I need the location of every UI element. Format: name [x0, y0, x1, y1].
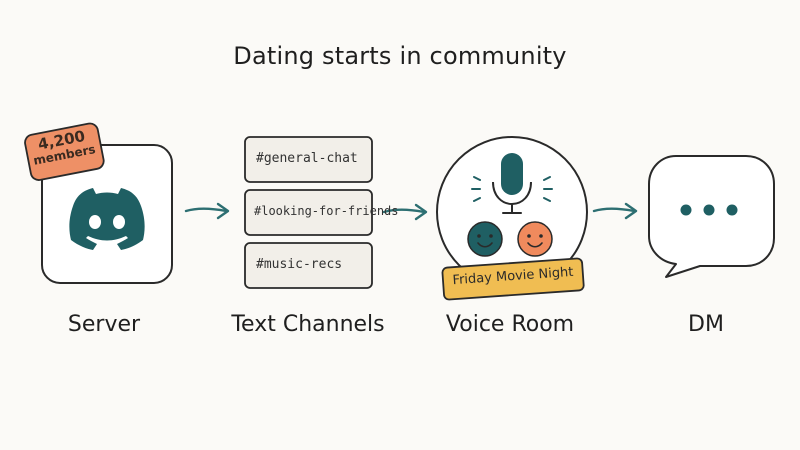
channel-label-2: #looking-for-friends — [254, 204, 399, 218]
text-channels-label: Text Channels — [231, 312, 385, 337]
typing-dot-1 — [680, 204, 692, 216]
channel-label-3: #music-recs — [256, 257, 343, 272]
smiley-face-teal-icon — [467, 221, 503, 257]
arrow-server-to-channels — [184, 202, 230, 220]
dm-label: DM — [688, 312, 724, 337]
server-label: Server — [67, 312, 141, 337]
voice-room-label: Voice Room — [445, 312, 575, 337]
arrow-voice-to-dm — [592, 202, 638, 220]
voice-room-stage — [436, 136, 588, 301]
arrow-channels-to-voice — [382, 203, 428, 221]
dm-stage — [648, 155, 775, 278]
sound-waves-icon — [471, 176, 553, 202]
typing-dot-2 — [703, 204, 715, 216]
discord-logo-icon — [69, 188, 145, 250]
smiley-face-orange-icon — [517, 221, 553, 257]
speech-bubble-icon — [648, 155, 775, 278]
diagram-title: Dating starts in community — [233, 42, 567, 70]
typing-dot-3 — [726, 204, 738, 216]
channel-pill-3 — [244, 242, 373, 289]
event-badge — [441, 257, 585, 301]
text-channels-stage — [244, 136, 373, 289]
members-badge — [24, 122, 105, 181]
channel-label-1: #general-chat — [256, 151, 358, 166]
channel-pill-2 — [244, 189, 373, 236]
channel-pill-1 — [244, 136, 373, 183]
microphone-icon — [492, 153, 532, 214]
server-stage — [24, 122, 173, 284]
